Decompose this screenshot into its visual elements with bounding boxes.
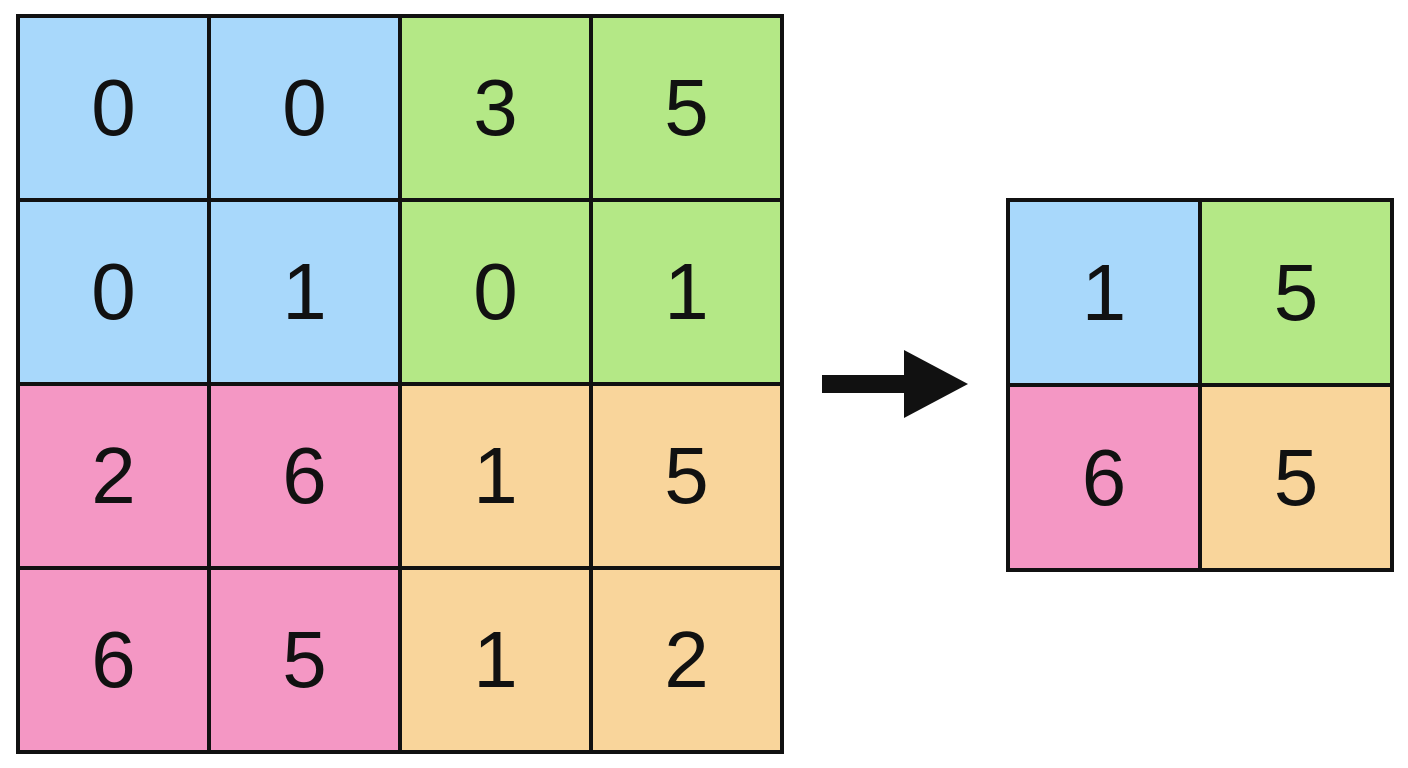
input-matrix-cell: 0 xyxy=(20,202,207,382)
input-matrix-cell: 1 xyxy=(593,202,780,382)
input-matrix-cell: 5 xyxy=(211,570,398,750)
input-matrix-cell: 1 xyxy=(211,202,398,382)
input-matrix-cell: 0 xyxy=(402,202,589,382)
input-matrix-cell: 6 xyxy=(20,570,207,750)
input-matrix-cell: 6 xyxy=(211,386,398,566)
input-matrix-cell: 0 xyxy=(211,18,398,198)
arrow-right-icon xyxy=(822,350,968,418)
input-matrix-cell: 0 xyxy=(20,18,207,198)
input-matrix-cell: 2 xyxy=(20,386,207,566)
output-matrix-cell: 1 xyxy=(1010,202,1198,383)
input-matrix-cell: 5 xyxy=(593,386,780,566)
output-matrix-cell: 5 xyxy=(1202,202,1390,383)
input-matrix-cell: 1 xyxy=(402,570,589,750)
input-matrix-cell: 1 xyxy=(402,386,589,566)
input-matrix-cell: 3 xyxy=(402,18,589,198)
output-matrix-cell: 6 xyxy=(1010,387,1198,568)
input-matrix-cell: 2 xyxy=(593,570,780,750)
input-matrix-cell: 5 xyxy=(593,18,780,198)
output-matrix-cell: 5 xyxy=(1202,387,1390,568)
